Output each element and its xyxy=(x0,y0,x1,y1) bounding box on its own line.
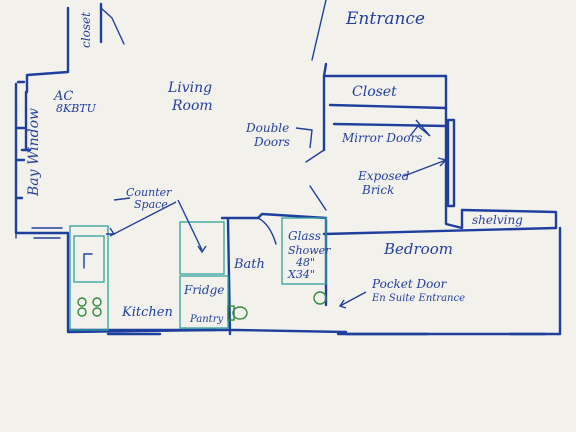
label-exposed: Exposed xyxy=(357,169,410,183)
label-bedroom: Bedroom xyxy=(383,240,453,258)
label-ac: AC xyxy=(53,89,73,104)
green-fixtures xyxy=(77,291,327,321)
walls xyxy=(14,2,562,336)
label-entrance: Entrance xyxy=(345,9,425,29)
label-shower-length: 48" xyxy=(295,256,315,269)
label-bay-window: Bay Window xyxy=(26,108,42,197)
fixtures xyxy=(69,217,327,331)
label-pocket-door: Pocket Door xyxy=(371,277,448,291)
label-bath: Bath xyxy=(233,257,265,272)
label-closet-top: closet xyxy=(79,12,93,48)
label-mirror-doors: Mirror Doors xyxy=(341,131,422,145)
arrows xyxy=(106,119,448,309)
label-living: Living xyxy=(167,80,212,96)
label-space: Space xyxy=(134,198,168,211)
label-en-suite: En Suite Entrance xyxy=(371,293,465,304)
label-fridge: Fridge xyxy=(183,283,224,297)
label-closet-main: Closet xyxy=(352,84,397,100)
label-kitchen: Kitchen xyxy=(121,305,173,320)
label-brick: Brick xyxy=(361,183,394,197)
label-double: Double xyxy=(245,121,289,135)
label-room: Room xyxy=(171,98,213,114)
labels: closet Entrance AC 8KBTU Living Room Clo… xyxy=(26,9,523,325)
label-shower-width: X34" xyxy=(287,268,315,281)
label-shower: Shower xyxy=(288,244,331,257)
label-glass: Glass xyxy=(288,229,321,243)
label-doors: Doors xyxy=(253,135,290,149)
label-counter: Counter xyxy=(126,186,172,199)
label-ac-capacity: 8KBTU xyxy=(56,102,97,115)
label-shelving: shelving xyxy=(472,213,523,227)
doors xyxy=(15,0,327,245)
label-pantry: Pantry xyxy=(189,314,223,325)
